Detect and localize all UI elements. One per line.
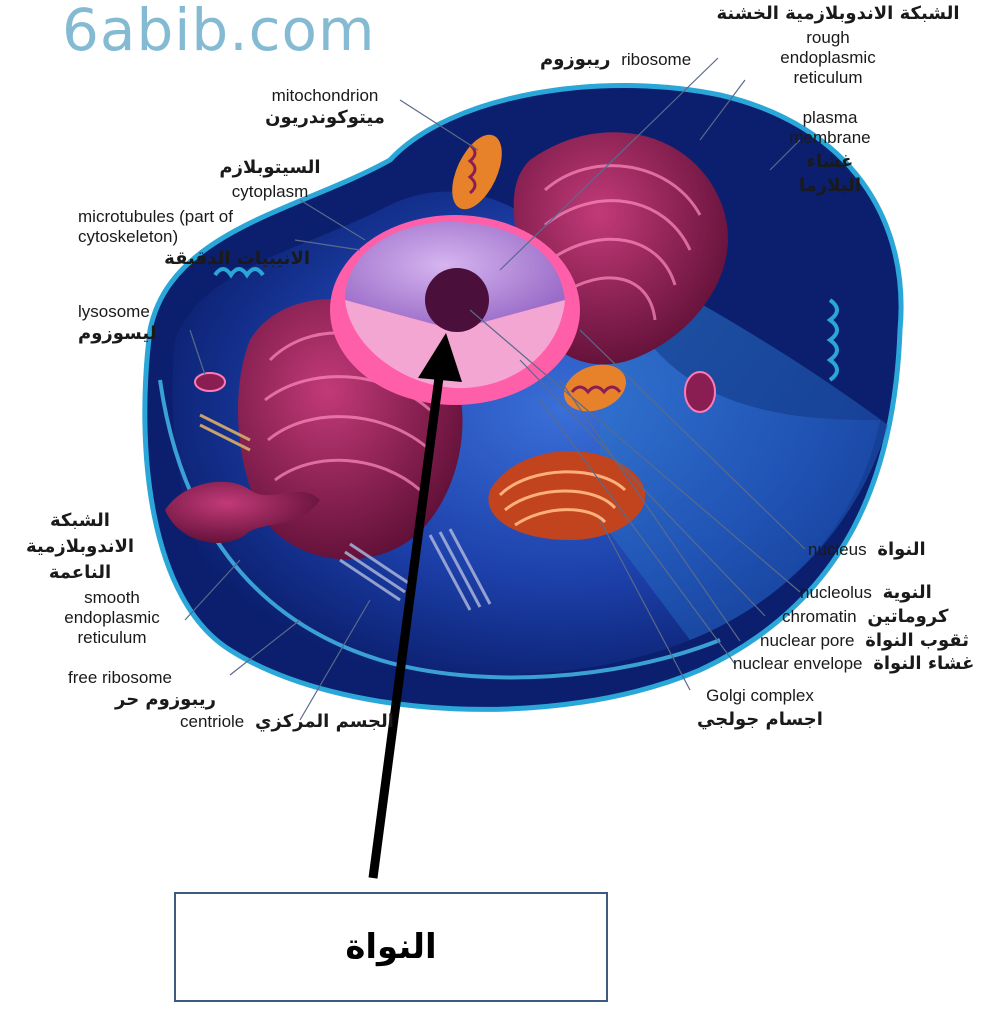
label-lysosome-arabic: ليسوزوم [78, 324, 168, 343]
label-ribosome: ريبوزوم ribosome [540, 50, 750, 69]
label-smooth-er-english: smooth endoplasmic reticulum [42, 588, 182, 648]
label-centriole-english: centriole [180, 712, 244, 731]
label-microtubules-arabic: الانيبيات الدقيقة [80, 249, 310, 268]
label-centriole-arabic: الجسم المركزي [255, 711, 394, 732]
label-chromatin-arabic: كروماتين [867, 606, 948, 627]
label-nuclear-envelope-english: nuclear envelope [733, 654, 862, 673]
label-smooth-er-arabic: الشبكة الاندوبلازمية الناعمة [10, 508, 150, 586]
label-chromatin-english: chromatin [782, 607, 857, 626]
label-cytoplasm-arabic: السيتوبلازم [200, 158, 340, 177]
label-mitochondrion-arabic: ميتوكوندريون [245, 108, 405, 127]
label-nucleus-english: nucleus [808, 540, 867, 559]
label-nucleus-arabic: النواة [877, 539, 925, 560]
label-nucleolus-english: nucleolus [800, 583, 872, 602]
watermark: 6abib.com [62, 0, 376, 64]
answer-text: النواة [345, 927, 436, 967]
label-cytoplasm-english: cytoplasm [205, 182, 335, 201]
label-mitochondrion-english: mitochondrion [245, 86, 405, 105]
nucleolus-shape [425, 268, 489, 332]
label-lysosome-english: lysosome [78, 302, 150, 321]
label-ribosome-english: ribosome [621, 50, 691, 69]
label-chromatin: chromatin كروماتين [782, 607, 1002, 626]
label-nuclear-pore-english: nuclear pore [760, 631, 855, 650]
label-nucleolus-arabic: النوية [883, 582, 932, 603]
label-golgi-arabic: اجسام جولجي [690, 710, 830, 729]
label-nuclear-pore-arabic: ثقوب النواة [865, 630, 969, 651]
label-nucleus: nucleus النواة [808, 540, 998, 559]
label-plasma-membrane-english: plasma membrane [775, 108, 885, 148]
label-plasma-membrane-arabic: غشاء البلازما [785, 150, 875, 198]
label-microtubules-english: microtubules (part of cytoskeleton) [78, 207, 298, 247]
label-golgi-english: Golgi complex [690, 686, 830, 705]
label-nucleolus: nucleolus النوية [800, 583, 1000, 602]
label-rough-er-english: rough endoplasmic reticulum [760, 28, 896, 88]
answer-box: النواة [174, 892, 608, 1002]
label-ribosome-arabic: ريبوزوم [540, 49, 611, 70]
label-nuclear-envelope: nuclear envelope غشاء النواة [733, 654, 1004, 673]
label-free-ribosome-arabic: ريبوزوم حر [115, 690, 235, 709]
label-nuclear-envelope-arabic: غشاء النواة [873, 653, 974, 674]
label-nuclear-pore: nuclear pore ثقوب النواة [760, 631, 1004, 650]
label-free-ribosome-english: free ribosome [68, 668, 172, 687]
label-rough-er-arabic: الشبكة الاندوبلازمية الخشنة [678, 4, 998, 23]
label-centriole: centriole الجسم المركزي [180, 712, 450, 731]
